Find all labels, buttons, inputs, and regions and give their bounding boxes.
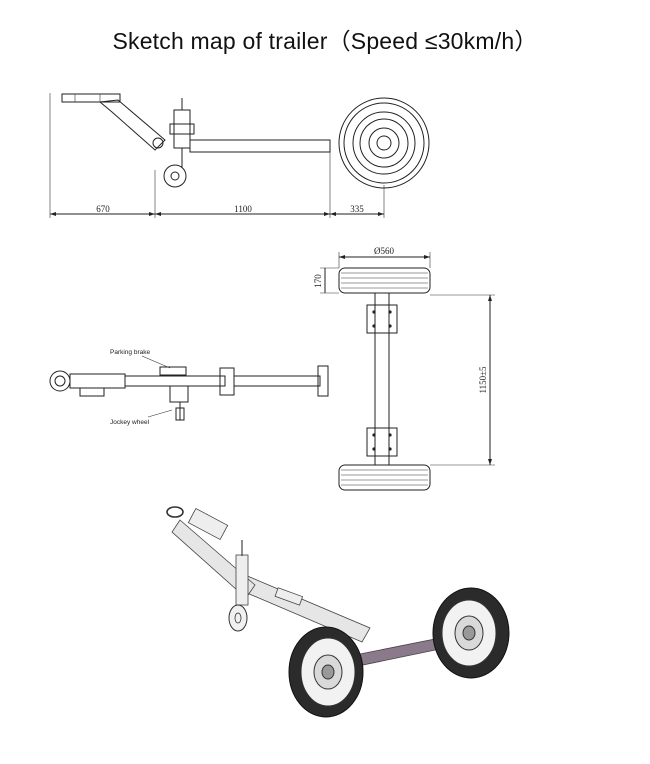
side-jockey-post bbox=[173, 109, 191, 149]
top-view: Parking brake Jockey wheel bbox=[49, 349, 329, 426]
3d-tow-eye bbox=[166, 506, 184, 518]
front-axle bbox=[374, 292, 390, 466]
3d-jockey-wheel bbox=[228, 604, 248, 632]
side-main-beam bbox=[189, 139, 331, 153]
top-jockey-wheel bbox=[175, 407, 185, 421]
label-parking-brake: Parking brake bbox=[110, 349, 150, 356]
dim-wheel-diameter: Ø560 bbox=[374, 246, 394, 256]
front-bottom-tyre bbox=[338, 464, 431, 491]
diagram-title: Sketch map of trailer（Speed ≤30km/h） bbox=[112, 28, 538, 54]
side-coupling bbox=[61, 93, 121, 103]
side-view: 670 1100 335 bbox=[49, 93, 430, 218]
3d-jockey-post bbox=[235, 554, 249, 606]
perspective-view bbox=[166, 506, 510, 718]
label-jockey-wheel: Jockey wheel bbox=[110, 419, 150, 426]
dim-drawbar-length: 670 bbox=[96, 204, 110, 214]
3d-right-wheel bbox=[432, 587, 510, 679]
front-view: Ø560 170 1150±5 bbox=[313, 246, 495, 491]
dim-beam-length: 1100 bbox=[234, 204, 252, 214]
side-wheel bbox=[338, 97, 430, 189]
front-top-tyre bbox=[338, 267, 431, 294]
side-drawbar bbox=[98, 99, 166, 151]
dim-wheel-offset: 335 bbox=[350, 204, 364, 214]
top-drawbar bbox=[69, 373, 126, 389]
top-tow-eye bbox=[49, 370, 71, 392]
3d-left-wheel bbox=[288, 626, 364, 718]
top-main-beam bbox=[124, 375, 226, 387]
dim-track-width: 1150±5 bbox=[478, 366, 488, 394]
top-parking-brake bbox=[159, 366, 187, 376]
3d-main-beam bbox=[239, 574, 371, 643]
side-jockey-wheel bbox=[163, 164, 187, 188]
dim-tyre-width: 170 bbox=[313, 274, 323, 288]
